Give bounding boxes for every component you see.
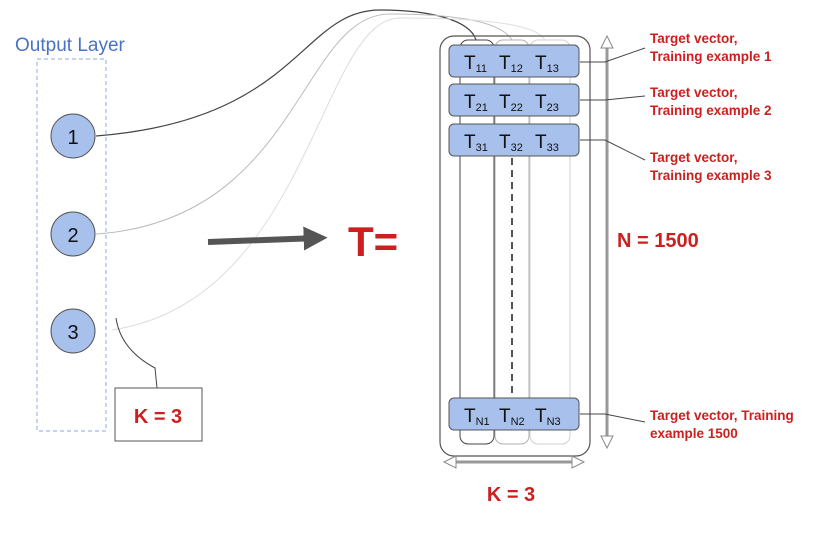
annotation-row-2: Target vector, Training example 2 bbox=[650, 85, 772, 118]
matrix-row-4 bbox=[448, 397, 580, 431]
matrix-cell-r1-c1: T11 bbox=[464, 53, 487, 75]
matrix-cell-r4-c3: TN3 bbox=[535, 406, 561, 428]
matrix-cell-r3-c1: T31 bbox=[464, 132, 488, 154]
k-box-label: K = 3 bbox=[134, 406, 182, 428]
k-dimension-arrow bbox=[442, 455, 586, 469]
transform-arrow bbox=[207, 226, 328, 251]
annotation-leader-row-n bbox=[580, 413, 646, 423]
connector-node1-column1 bbox=[95, 9, 477, 137]
matrix-cell-r1-c3: T13 bbox=[535, 53, 559, 75]
matrix-row-3 bbox=[448, 123, 580, 157]
output-node-1: 1 bbox=[50, 113, 96, 159]
annotation-row-3-line-2: Training example 3 bbox=[650, 168, 772, 183]
output-node-3: 3 bbox=[50, 308, 96, 354]
matrix-column-3-outline bbox=[529, 39, 571, 445]
matrix-cell-r3-c2: T32 bbox=[499, 132, 523, 154]
matrix-container bbox=[439, 35, 591, 457]
matrix-row-1 bbox=[448, 44, 580, 78]
output-layer-border bbox=[36, 58, 107, 432]
output-node-2-label: 2 bbox=[67, 225, 78, 247]
annotation-row-2-line-2: Training example 2 bbox=[650, 103, 772, 118]
matrix-column-1-outline bbox=[459, 39, 495, 445]
output-node-2: 2 bbox=[50, 211, 96, 257]
matrix-cell-r3-c3: T33 bbox=[535, 132, 559, 154]
annotation-row-3-line-1: Target vector, bbox=[650, 150, 738, 165]
matrix-equals-label: T= bbox=[348, 218, 398, 265]
annotation-row-n-line-2: example 1500 bbox=[650, 426, 738, 441]
annotation-leader-row-3 bbox=[580, 139, 646, 161]
matrix-row-2 bbox=[448, 83, 580, 117]
matrix-cell-r4-c1: TN1 bbox=[464, 406, 490, 428]
annotation-leader-row-1 bbox=[580, 47, 646, 63]
connector-node3-column3 bbox=[111, 17, 546, 331]
annotation-row-n: Target vector, Training example 1500 bbox=[650, 408, 794, 441]
k-box bbox=[114, 387, 203, 442]
annotation-row-1: Target vector, Training example 1 bbox=[650, 31, 772, 64]
annotation-row-3: Target vector, Training example 3 bbox=[650, 150, 772, 183]
matrix-column-2-outline bbox=[494, 39, 530, 445]
output-node-3-label: 3 bbox=[67, 322, 78, 344]
annotation-row-1-line-1: Target vector, bbox=[650, 31, 738, 46]
matrix-cell-r2-c1: T21 bbox=[464, 92, 488, 114]
matrix-cell-r2-c3: T23 bbox=[535, 92, 559, 114]
annotation-row-n-line-1: Target vector, Training bbox=[650, 408, 794, 423]
annotation-row-1-line-2: Training example 1 bbox=[650, 49, 772, 64]
annotation-leader-row-2 bbox=[580, 95, 646, 101]
output-layer-title: Output Layer bbox=[15, 35, 126, 56]
matrix-cell-r1-c2: T12 bbox=[499, 53, 523, 75]
k-dimension-label: K = 3 bbox=[487, 484, 535, 506]
n-dimension-arrow bbox=[600, 34, 614, 450]
n-dimension-label: N = 1500 bbox=[617, 230, 699, 252]
output-node-1-label: 1 bbox=[67, 127, 78, 149]
annotation-row-2-line-1: Target vector, bbox=[650, 85, 738, 100]
matrix-cell-r4-c2: TN2 bbox=[499, 406, 525, 428]
connector-node3-k-box bbox=[115, 317, 158, 389]
matrix-cell-r2-c2: T22 bbox=[499, 92, 523, 114]
